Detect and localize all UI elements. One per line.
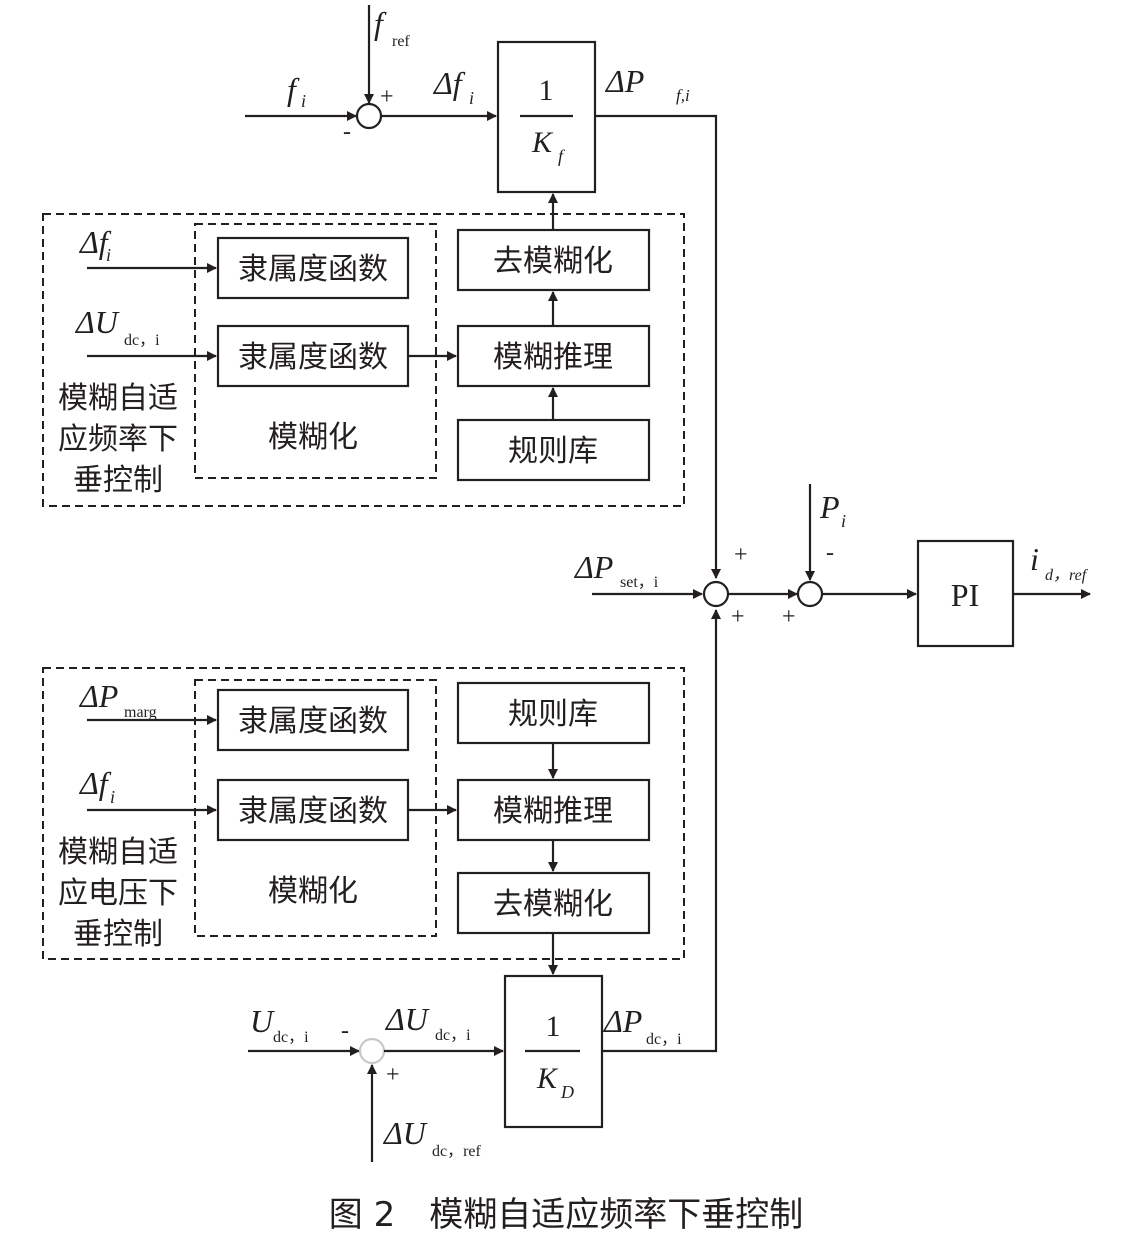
rule-base-label: 规则库 bbox=[508, 434, 598, 469]
label-delta-p-set-sub: set，i bbox=[620, 574, 659, 591]
dc-voltage-path bbox=[248, 609, 721, 1162]
kd-denominator-sub: D bbox=[560, 1082, 574, 1102]
pi-controller-block bbox=[916, 539, 1015, 648]
fuzzy-volt-title-line-2: 应电压下 bbox=[58, 876, 178, 911]
label-delta-u-fuzzy1-sub: dc，i bbox=[124, 332, 160, 349]
fuzzify-frame-freq bbox=[194, 223, 437, 479]
summing-junction-power bbox=[702, 580, 730, 608]
label-delta-u-dc-ref-sub: dc，ref bbox=[432, 1143, 482, 1160]
label-delta-u-dc-ref: ΔU bbox=[382, 1115, 428, 1151]
inference-box-volt bbox=[456, 778, 651, 842]
fuzzify-frame-volt bbox=[194, 679, 437, 937]
sign-s2-bottom: + bbox=[731, 604, 745, 630]
label-p-i-sub: i bbox=[841, 511, 846, 531]
label-delta-p-dc: ΔP bbox=[602, 1003, 642, 1039]
fuzzy-frequency-droop-module bbox=[42, 213, 685, 507]
pi-label: PI bbox=[951, 577, 979, 613]
label-delta-f-top: Δf bbox=[432, 65, 466, 101]
label-delta-f-fuzzy2-sub: i bbox=[110, 787, 115, 807]
label-delta-p-marg: ΔP bbox=[78, 678, 118, 714]
sign-s2-top: + bbox=[734, 542, 748, 568]
inference-box bbox=[456, 324, 651, 388]
fuzzy-volt-title-line-3: 垂控制 bbox=[73, 917, 163, 952]
sign-s1-minus: - bbox=[343, 119, 351, 145]
kf-denominator-sub: f bbox=[558, 146, 566, 166]
kf-denominator: K bbox=[531, 126, 554, 159]
label-delta-p-dc-sub: dc，i bbox=[646, 1031, 682, 1048]
kd-denominator: K bbox=[536, 1062, 559, 1095]
fuzzy-freq-title-line-1: 模糊自适 bbox=[58, 381, 178, 416]
label-f-ref-sub: ref bbox=[392, 33, 410, 50]
membership-label-1: 隶属度函数 bbox=[238, 252, 388, 287]
defuzzify-label: 去模糊化 bbox=[493, 244, 613, 279]
label-delta-f-fuzzy2: Δf bbox=[78, 765, 112, 801]
label-i-d-ref-sub: d，ref bbox=[1045, 567, 1089, 584]
fuzzify-label-volt: 模糊化 bbox=[268, 874, 358, 909]
fuzzy-volt-outer-frame bbox=[42, 667, 685, 960]
fuzzify-label-freq: 模糊化 bbox=[268, 420, 358, 455]
label-delta-p-f: ΔP bbox=[604, 63, 644, 99]
label-delta-f-fuzzy1-sub: i bbox=[106, 245, 111, 265]
label-f-ref: f bbox=[374, 5, 387, 41]
delta-p-dc-line bbox=[602, 609, 721, 1053]
rule-base-box-volt bbox=[456, 681, 651, 745]
gain-block-kf bbox=[496, 40, 597, 194]
fuzzy-freq-outer-frame bbox=[42, 213, 685, 507]
sign-s1-plus: + bbox=[380, 84, 394, 110]
power-summation-path bbox=[592, 484, 1091, 648]
summing-junction-freq bbox=[355, 102, 383, 130]
membership-box-4 bbox=[216, 778, 410, 842]
frequency-path: 1 K f bbox=[245, 5, 721, 579]
label-i-d-ref: i bbox=[1030, 541, 1039, 577]
label-f-i: f bbox=[287, 71, 300, 107]
label-delta-u-dc-mid-sub: dc，i bbox=[435, 1027, 471, 1044]
label-delta-f-fuzzy1: Δf bbox=[78, 224, 112, 260]
membership-box-1 bbox=[216, 236, 410, 300]
sign-s3-left: + bbox=[782, 604, 796, 630]
inference-label: 模糊推理 bbox=[493, 340, 613, 375]
label-u-dc: U bbox=[250, 1003, 275, 1039]
label-p-i: P bbox=[819, 489, 840, 525]
defuzzify-label-volt: 去模糊化 bbox=[493, 887, 613, 922]
summing-junction-feedback bbox=[796, 580, 824, 608]
membership-label-3: 隶属度函数 bbox=[238, 704, 388, 739]
membership-label-4: 隶属度函数 bbox=[238, 794, 388, 829]
fuzzy-voltage-droop-module bbox=[42, 667, 685, 975]
delta-p-f-line bbox=[595, 114, 721, 579]
label-delta-p-marg-sub: marg bbox=[124, 704, 157, 721]
rule-base-label-volt: 规则库 bbox=[508, 697, 598, 732]
sign-s4-minus: - bbox=[341, 1018, 349, 1044]
membership-box-3 bbox=[216, 688, 410, 752]
rule-base-box bbox=[456, 418, 651, 482]
defuzzify-box bbox=[456, 228, 651, 292]
fuzzy-freq-title-line-2: 应频率下 bbox=[58, 422, 178, 457]
inference-label-volt: 模糊推理 bbox=[493, 794, 613, 829]
membership-label-2: 隶属度函数 bbox=[238, 340, 388, 375]
sign-s4-plus: + bbox=[386, 1062, 400, 1088]
label-delta-u-dc-mid: ΔU bbox=[384, 1001, 430, 1037]
kd-numerator: 1 bbox=[546, 1010, 561, 1043]
label-u-dc-sub: dc，i bbox=[273, 1029, 309, 1046]
defuzzify-box-volt bbox=[456, 871, 651, 935]
label-delta-u-fuzzy1: ΔU bbox=[74, 304, 120, 340]
figure-caption: 图 2 模糊自适应频率下垂控制 bbox=[329, 1195, 803, 1235]
label-delta-p-set: ΔP bbox=[573, 549, 613, 585]
summing-junction-dc bbox=[358, 1037, 386, 1065]
kf-numerator: 1 bbox=[539, 74, 554, 107]
fuzzy-volt-title-line-1: 模糊自适 bbox=[58, 835, 178, 870]
label-delta-f-top-sub: i bbox=[469, 88, 474, 108]
label-delta-p-f-sub: f,i bbox=[676, 86, 690, 105]
label-f-i-sub: i bbox=[301, 91, 306, 111]
membership-box-2 bbox=[216, 324, 410, 388]
sign-s3-top: - bbox=[826, 540, 834, 566]
fuzzy-freq-title-line-3: 垂控制 bbox=[73, 463, 163, 498]
